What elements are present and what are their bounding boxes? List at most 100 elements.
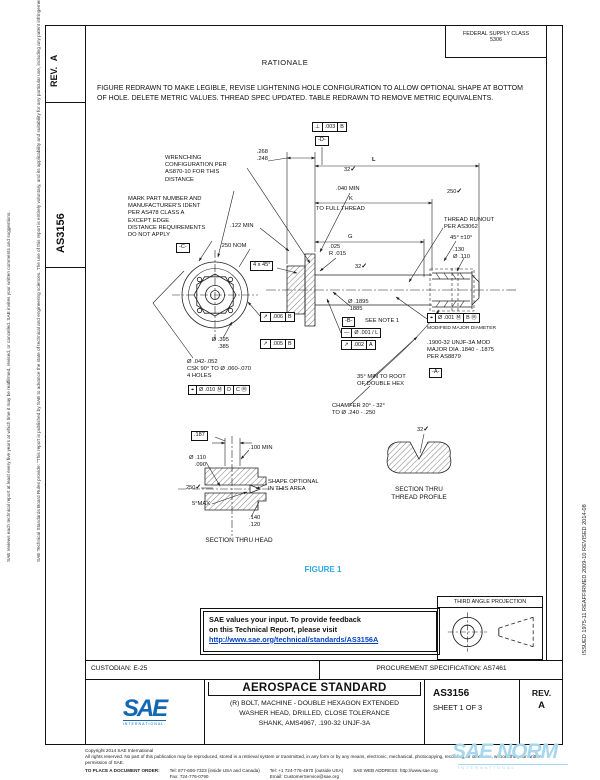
feedback-link[interactable]: http://www.sae.org/technical/standards/A… [209,634,379,644]
doc-number-cell: AS3156 SHEET 1 OF 3 [425,680,520,745]
rationale-title: RATIONALE [261,58,309,67]
footer-email: Email: CustomerService@sae.org [269,773,340,779]
datum-c-flag: -C- [176,243,190,253]
figure-drawing [85,115,545,585]
footer-fax: Fax: 724-776-0790 [169,773,209,779]
sheet-number: SHEET 1 OF 3 [433,703,483,712]
doc-number: AS3156 [433,688,470,699]
dim-g: G [348,234,353,240]
sheet-border [45,25,563,745]
rev-cell: REV. A [520,680,563,745]
section-thread-caption: SECTION THRU THREAD PROFILE [391,486,447,501]
datum-d-flag: -D- [315,136,329,146]
dim-187-box: .187 [191,431,208,441]
datum-b-flag: -B- [342,317,356,327]
fcf-tol: Ø .001 / L [351,329,380,338]
rev-box-value: A [49,54,59,62]
gdt-runout-icon: ↗ [263,341,268,347]
finish-check-icon: ✓ [456,188,463,195]
dim-45deg: 45° ±10° [450,235,473,241]
sae-logo-cell: SAE INTERNATIONAL. [85,680,205,745]
feedback-line1: SAE values your input. To provide feedba… [209,615,361,624]
fcf-tol: .002 [350,341,367,350]
gdt-runout-icon: ↗ [344,342,349,348]
dim-k: K [349,196,353,202]
footer-rights: All rights reserved. No part of this pub… [85,754,542,766]
mod-major-label: MODIFIED MAJOR DIAMETER [427,326,497,331]
fcf-tol: .003 [321,123,338,132]
fcf-datum: C Ⓜ [233,386,249,395]
surface-finish-32-mid: 32✓ [355,262,367,270]
title-line-1: (R) BOLT, MACHINE - DOUBLE HEXAGON EXTEN… [230,700,399,707]
dim-5max: 5°MAX [192,501,211,507]
gdt-perpendicularity-icon: ⊥ [315,124,320,130]
third-angle-projection-icon [438,608,542,656]
projection-title: THIRD ANGLE PROJECTION [438,597,542,608]
chamfer-note: CHAMFER 20° - 32° TO Ø .240 - .250 [332,403,385,417]
surface-finish-32-top: 32✓ [344,165,356,173]
section-thru-thread-profile-detail [387,434,451,473]
section-head-caption: SECTION THRU HEAD [205,537,273,544]
sae-norm-watermark: SAE NORM INTERNATIONAL [452,740,600,770]
thread-runout-note: THREAD RUNOUT PER AS3062 [444,217,495,231]
inner-right-border [546,25,547,660]
fcf-tol: Ø .001 Ⓜ [435,314,463,323]
finish-value: 32 [417,427,424,433]
gdt-runout-icon: ↗ [263,314,268,320]
front-view-double-hex-head [172,250,258,340]
gdt-straightness-icon: — [344,330,350,336]
rev-label: REV. [531,688,552,698]
dim-040: .040 MIN [336,186,360,192]
watermark-text: SAE NORM [452,740,558,763]
fcf-datum: D [224,386,233,395]
rev-box: REV. A [45,25,85,103]
thread-spec-note: .1900-32 UNJF-3A MOD MAJOR DIA .1840 - .… [427,340,495,361]
finish-check-icon: ✓ [423,426,430,433]
federal-supply-class: FEDERAL SUPPLY CLASS [462,31,530,37]
fcf-datum: B Ⓜ [463,314,478,323]
projection-box: THIRD ANGLE PROJECTION [437,596,543,660]
fcf-tol: .005 [269,340,286,349]
figure-caption: FIGURE 1 [304,565,342,574]
side-view-bolt [266,254,516,326]
to-full-thread: TO FULL THREAD [316,206,365,212]
dim-4x45-box: 4 x 45° [250,261,274,271]
doc-number-box: AS3156 [45,103,85,268]
fcf-tol: .006 [269,313,286,322]
sae-logo-sub: INTERNATIONAL. [122,720,167,727]
footer-tel-inside: Tel: 877-606-7323 (inside USA and Canada… [169,767,260,773]
federal-supply-number: 5306 [490,37,502,43]
shape-optional-note: SHAPE OPTIONAL IN THIS AREA [268,479,319,493]
fcf-datum: B [285,340,294,349]
info-row: CUSTODIAN: E-25 PROCUREMENT SPECIFICATIO… [85,660,563,680]
dim-100: .100 MIN [249,445,273,451]
rev-value: A [538,700,545,711]
finish-value: 32 [344,167,351,173]
dim-140: .140 .120 [249,515,261,529]
min-root-note: 35° MIN TO ROOT OF DOUBLE HEX [357,374,406,388]
fcf-straightness: —Ø .001 / L [341,328,382,339]
dim-130: .130 Ø .110 [453,247,470,261]
doc-number-vertical: AS3156 [55,213,67,253]
footer-order-label: TO PLACE A DOCUMENT ORDER: [85,767,160,773]
dim-l: L [372,157,376,163]
surface-finish-32-thread: 32✓ [417,425,429,433]
surface-finish-250-shank: 250✓ [447,187,462,195]
title-line-3: SHANK, AMS4967, .190-32 UNJF-3A [258,720,371,728]
holes-note: Ø .042-.052 CSK 90° TO Ø .060-.070 4 HOL… [187,359,251,380]
wrenching-note: WRENCHING CONFIGURATION PER AS870-10 FOR… [165,155,227,183]
finish-value: 32 [355,264,362,270]
dim-395: Ø .395 .385 [211,337,229,351]
finish-check-icon: ✓ [350,166,357,173]
rationale-text: FIGURE REDRAWN TO MAKE LEGIBLE, REVISE L… [97,85,523,103]
footer-web: SAE WEB ADDRESS: http://www.sae.org [353,767,438,773]
right-margin-history: ISSUED 1975-11 REAFFIRMED 2009-10 REVISE… [582,504,588,655]
leader-lines [153,168,464,405]
inner-left-border [85,25,86,745]
dim-122: .122 MIN [230,223,254,229]
watermark-sub: INTERNATIONAL [458,764,568,770]
dimension-lines [268,147,480,296]
